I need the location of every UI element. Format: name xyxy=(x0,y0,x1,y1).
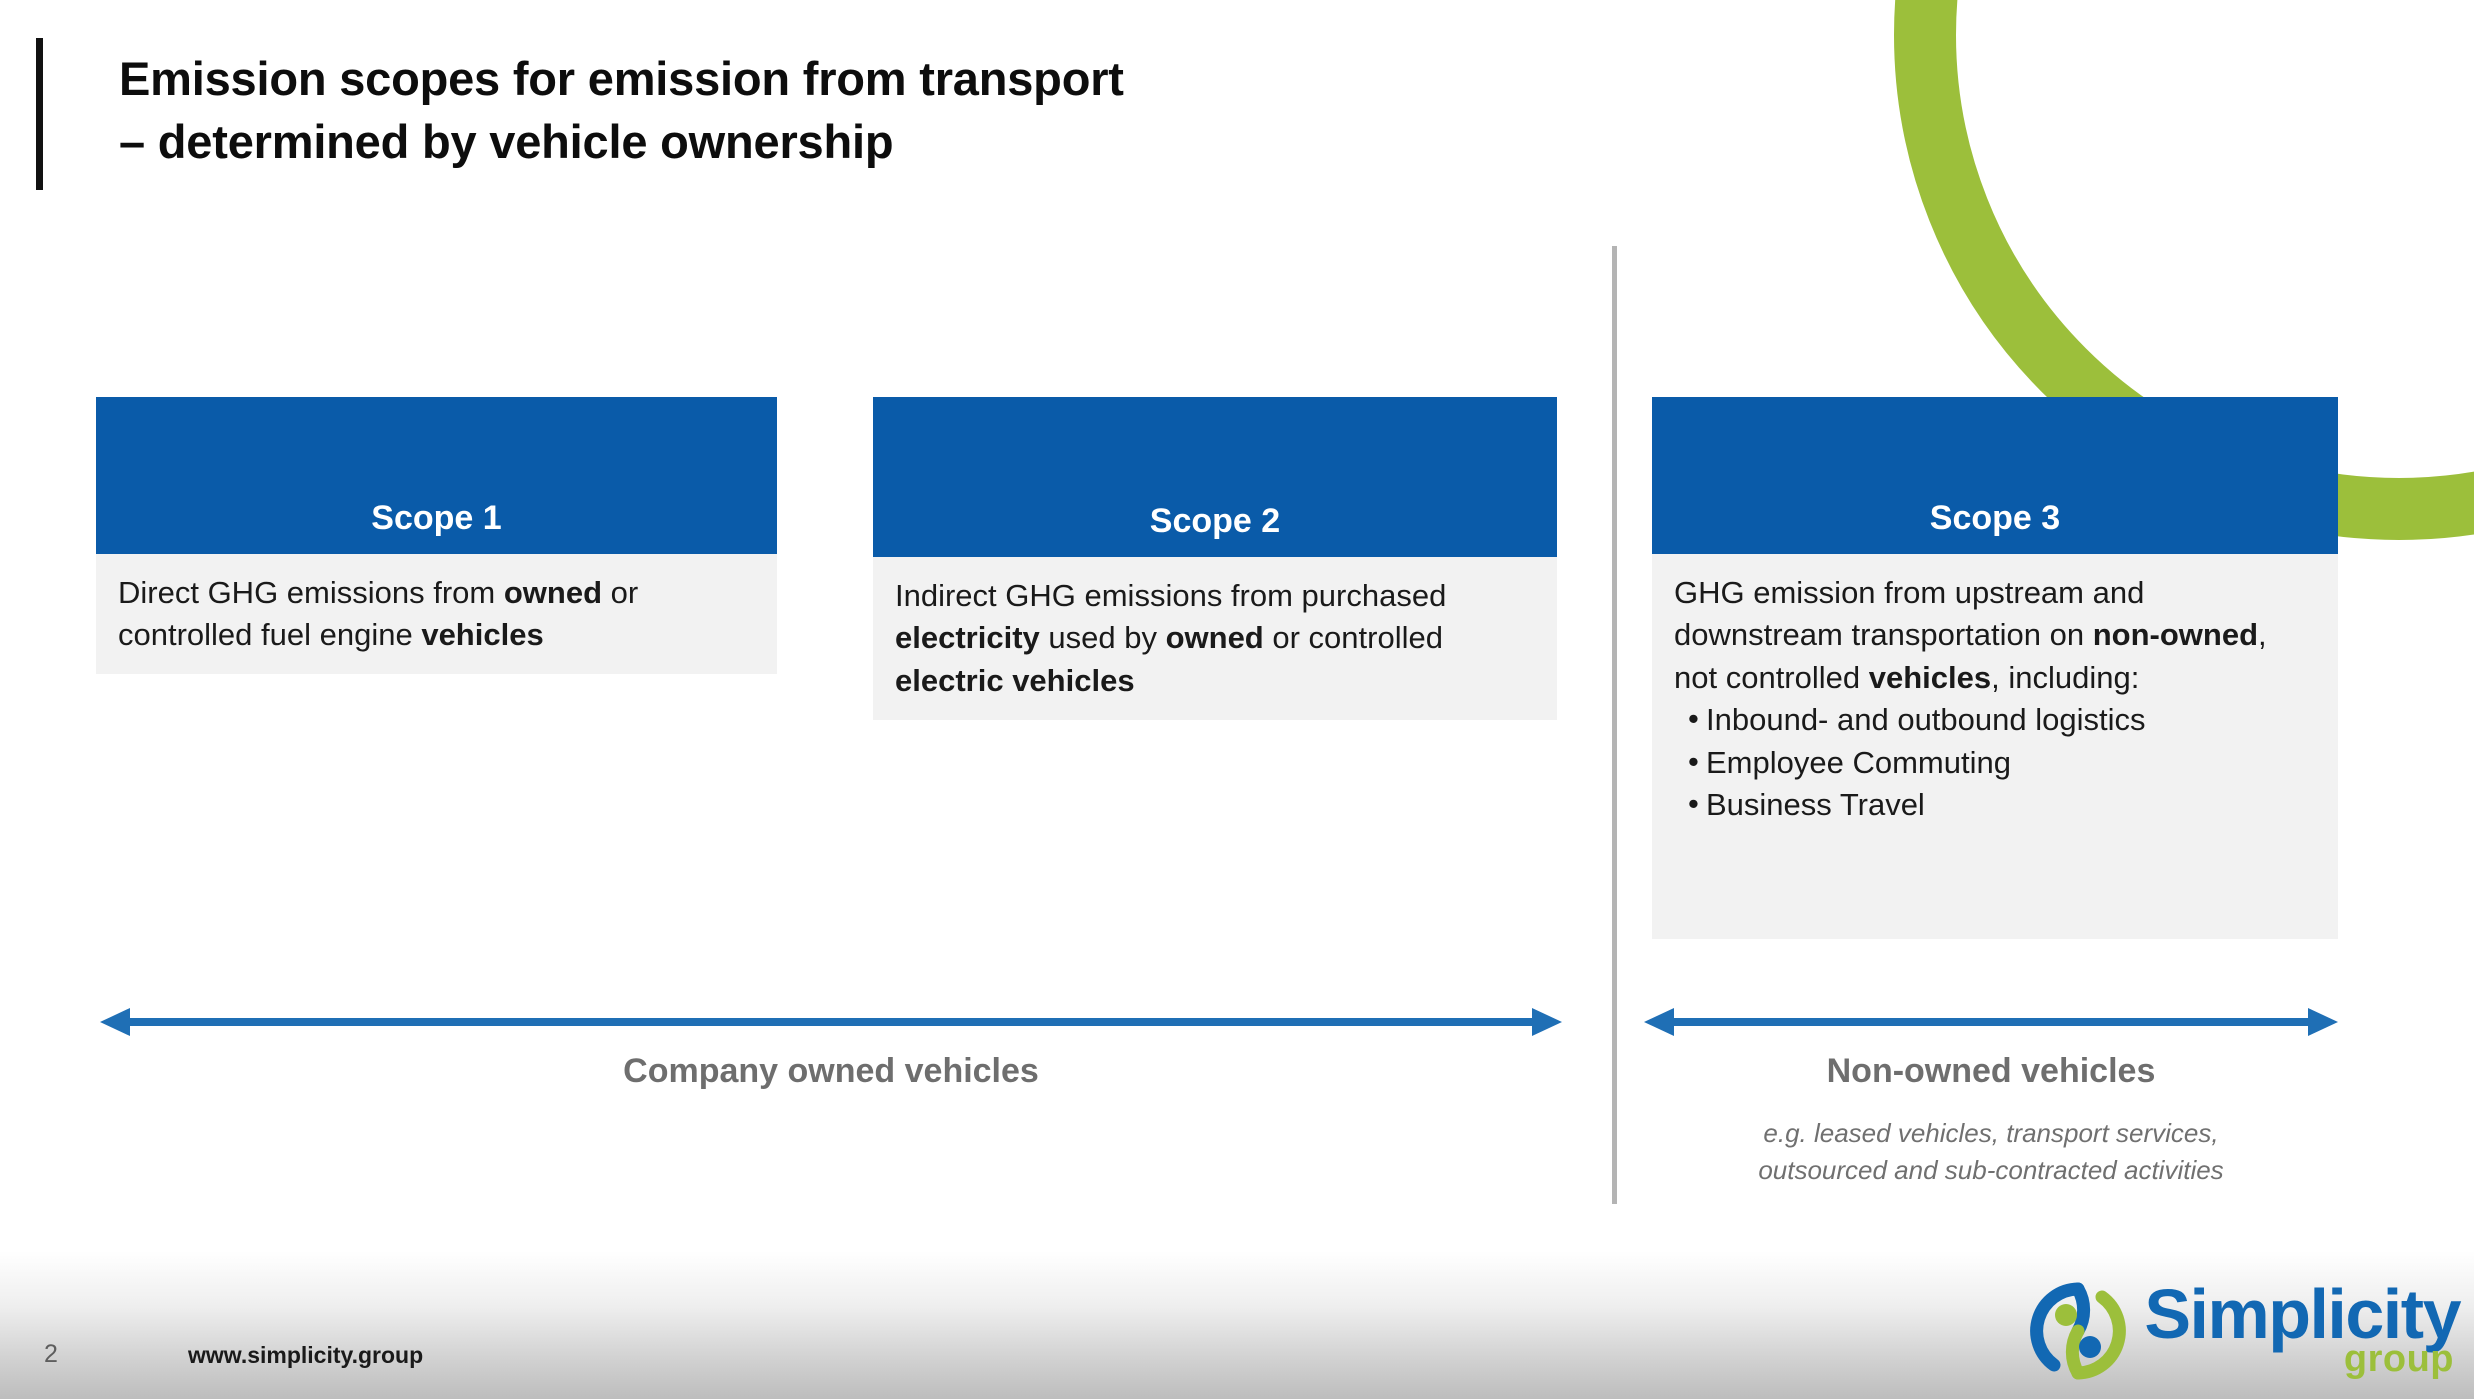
logo-wordmark: Simplicity group xyxy=(2144,1274,2461,1381)
scope-3-description: GHG emission from upstream and downstrea… xyxy=(1674,575,2267,695)
double-arrow-icon-right xyxy=(1644,1008,2338,1036)
arrow-caption-company-owned: Company owned vehicles xyxy=(623,1052,1039,1090)
list-item: Inbound- and outbound logistics xyxy=(1674,698,2316,741)
title-accent-bar xyxy=(36,38,43,190)
footer-band xyxy=(0,1251,2474,1399)
arrow-caption-non-owned: Non-owned vehicles xyxy=(1826,1052,2156,1090)
simplicity-group-logo: Simplicity group xyxy=(2022,1274,2461,1387)
page-title: Emission scopes for emission from transp… xyxy=(119,52,1124,168)
scope-card-1: Scope 1 Direct GHG emissions from owned … xyxy=(96,397,777,674)
scope-2-header: Scope 2 xyxy=(873,397,1557,557)
arrow-group-non-owned: Non-owned vehicles e.g. leased vehicles,… xyxy=(1644,1005,2338,1189)
logo-sub-text: group xyxy=(2343,1338,2454,1381)
scope-3-body: GHG emission from upstream and downstrea… xyxy=(1652,554,2338,939)
scope-3-bullet-list: Inbound- and outbound logisticsEmployee … xyxy=(1674,698,2316,826)
scope-1-header: Scope 1 xyxy=(96,397,777,554)
footer-website-url: www.simplicity.group xyxy=(188,1342,424,1368)
scope-1-body: Direct GHG emissions from owned or contr… xyxy=(96,554,777,674)
scope-2-body: Indirect GHG emissions from purchased el… xyxy=(873,557,1557,720)
arrow-group-company-owned: Company owned vehicles xyxy=(100,1005,1562,1091)
page-number: 2 xyxy=(44,1340,58,1368)
double-arrow-icon-left xyxy=(100,1008,1562,1036)
scope-card-2: Scope 2 Indirect GHG emissions from purc… xyxy=(873,397,1557,720)
scope-3-header: Scope 3 xyxy=(1652,397,2338,554)
scope-2-description: Indirect GHG emissions from purchased el… xyxy=(895,578,1447,698)
arrow-subcaption-non-owned: e.g. leased vehicles, transport services… xyxy=(1758,1118,2224,1185)
scope-card-3: Scope 3 GHG emission from upstream and d… xyxy=(1652,397,2338,939)
list-item: Employee Commuting xyxy=(1674,741,2316,784)
simplicity-s-mark-icon xyxy=(2030,1282,2127,1380)
scope-1-description: Direct GHG emissions from owned or contr… xyxy=(118,575,639,653)
slide-title-block: Emission scopes for emission from transp… xyxy=(36,38,1124,190)
logo-name-text: Simplicity xyxy=(2144,1274,2461,1353)
list-item: Business Travel xyxy=(1674,783,2316,826)
section-divider xyxy=(1612,246,1617,1204)
